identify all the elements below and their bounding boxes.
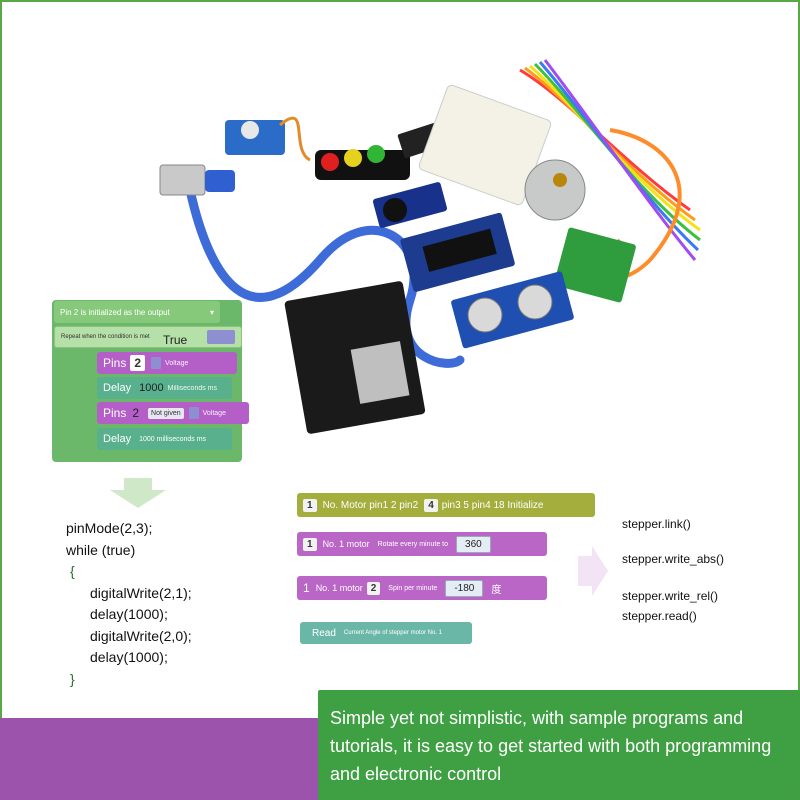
banner-text: Simple yet not simplistic, with sample p…: [330, 708, 772, 784]
rotate-action: Rotate every minute to: [377, 540, 449, 548]
read-text: Current Angle of stepper motor No. 1: [343, 630, 442, 636]
motor-number[interactable]: 1: [303, 537, 317, 551]
ultrasonic-receiver: [517, 284, 553, 320]
voltage-label: Voltage: [202, 409, 226, 417]
true-label: True: [163, 333, 188, 347]
pins-block-1[interactable]: Pins 2 Voltage: [97, 352, 237, 374]
delay-block-2[interactable]: Delay 1000 milliseconds ms: [97, 428, 232, 450]
chevron-down-icon[interactable]: [151, 357, 162, 369]
ultrasonic-transmitter: [467, 297, 503, 333]
rotate-value-input[interactable]: 360: [456, 535, 491, 553]
spin-action: Spin per minute: [388, 584, 438, 592]
traffic-light-module: [315, 150, 410, 180]
green-led: [367, 145, 385, 163]
stepper-motor: [524, 159, 586, 221]
delay-block-1[interactable]: Delay 1000 Milliseconds ms: [97, 377, 232, 399]
init-output-block[interactable]: Pin 2 is initialized as the output ▾: [54, 301, 220, 323]
code-line: }: [70, 670, 75, 687]
usb-plug-housing: [205, 170, 235, 192]
repeat-while-block[interactable]: Repeat when the condition is met: [54, 326, 242, 348]
delay-value[interactable]: 1000 milliseconds ms: [139, 435, 207, 443]
code-line: digitalWrite(2,0);: [90, 627, 192, 644]
hardware-kit-illustration: [159, 59, 701, 434]
code-line: delay(1000);: [90, 606, 168, 622]
pins-block-2[interactable]: Pins 2 Not given Voltage: [97, 402, 249, 424]
stepper-init-block[interactable]: 1 No. Motor pin1 2 pin2 4 pin3 5 pin4 18…: [297, 493, 595, 517]
arrow-right-icon: [578, 546, 608, 596]
pin-number[interactable]: 2: [132, 406, 140, 420]
init-output-text: Pin 2 is initialized as the output: [60, 307, 170, 317]
motor-label: No. 1 motor: [322, 539, 370, 549]
api-write-abs: stepper.write_abs(): [622, 552, 725, 566]
motor-number[interactable]: 1: [303, 581, 310, 595]
code-line: pinMode(2,3);: [66, 520, 153, 536]
generated-code: pinMode(2,3); while (true) { digitalWrit…: [66, 518, 192, 690]
arrow-down-icon: [110, 478, 166, 508]
seven-segment-display: [422, 228, 497, 272]
api-write-rel: stepper.write_rel(): [622, 589, 719, 603]
stepper-init-text: No. Motor pin1 2 pin2: [322, 499, 419, 511]
pin-number[interactable]: 2: [130, 355, 146, 371]
servo-wire: [279, 116, 311, 162]
stepper-rotate-block[interactable]: 1 No. 1 motor Rotate every minute to 360: [297, 532, 547, 556]
pin-number[interactable]: 4: [424, 498, 438, 512]
code-line: delay(1000);: [90, 649, 168, 665]
pins-label: Pins: [103, 356, 127, 370]
repeat-while-text: Repeat when the condition is met: [61, 334, 150, 340]
stepper-read-block[interactable]: Read Current Angle of stepper motor No. …: [300, 622, 472, 644]
direction-number[interactable]: 2: [366, 581, 381, 595]
read-label: Read: [312, 627, 336, 639]
voltage-label: Voltage: [165, 359, 189, 367]
stepper-shaft: [553, 173, 567, 187]
stepper-init-text-2: pin3 5 pin4 18 Initialize: [441, 499, 544, 511]
api-read: stepper.read(): [622, 609, 697, 623]
motor-number[interactable]: 1: [303, 498, 317, 512]
red-led: [321, 153, 339, 171]
servo-horn: [241, 121, 259, 139]
jumper-wires: [519, 59, 701, 280]
mini-breadboard: [418, 84, 552, 206]
yellow-led: [344, 149, 362, 167]
usb-plug: [159, 164, 206, 196]
stepper-driver-board: [554, 227, 636, 303]
api-link: stepper.link(): [622, 517, 691, 531]
motor-label: No. 1 motor: [315, 583, 363, 593]
code-line: {: [70, 563, 75, 579]
chevron-down-icon[interactable]: [188, 407, 199, 419]
pins-label: Pins: [103, 406, 127, 420]
servo-motor: [225, 120, 285, 155]
stepper-spin-block[interactable]: 1 No. 1 motor 2 Spin per minute -180 度: [297, 576, 547, 600]
code-line: while (true): [66, 541, 136, 558]
buzzer: [383, 198, 407, 222]
code-line: digitalWrite(2,1);: [90, 584, 192, 601]
esp32-module-shield: [350, 341, 410, 404]
usb-cable: [185, 185, 465, 368]
delay-label: Delay: [103, 433, 132, 445]
buzzer-module: [372, 182, 448, 228]
degree-unit: 度: [491, 584, 502, 596]
banner-green-box: [318, 690, 800, 800]
delay-value[interactable]: 1000: [139, 382, 164, 394]
delay-label: Delay: [103, 382, 132, 394]
voltage-level-dropdown[interactable]: Not given: [148, 407, 184, 419]
condition-dropdown[interactable]: [207, 330, 235, 344]
spin-value-input[interactable]: -180: [445, 579, 484, 597]
delay-unit: Milliseconds ms: [167, 384, 218, 392]
chevron-down-icon: ▾: [209, 307, 214, 317]
